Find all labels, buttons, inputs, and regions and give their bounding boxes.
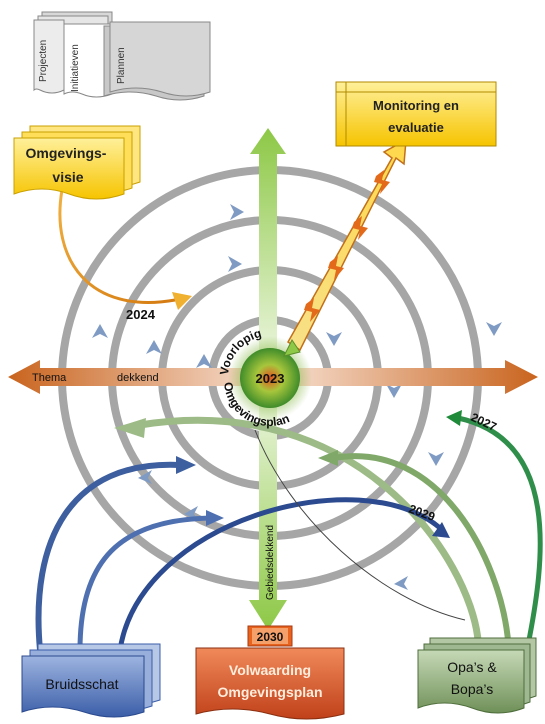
chevron-icon xyxy=(394,576,408,590)
chevron-icon xyxy=(92,324,108,338)
blue-curves xyxy=(35,456,450,651)
docs-item-plannen: Plannen xyxy=(116,47,127,84)
docs-item-projecten: Projecten xyxy=(38,40,49,82)
opas-label-2: Bopa’s xyxy=(451,681,494,697)
monitoring-box: Monitoring en evaluatie xyxy=(335,81,497,147)
chevron-icon xyxy=(196,354,212,368)
axis-label-dekkend: dekkend xyxy=(117,372,159,384)
volwaarding-label-2: Omgevingsplan xyxy=(217,684,322,700)
chevron-icon xyxy=(428,452,444,466)
omgevingsvisie-label-1: Omgevings- xyxy=(26,145,107,161)
axis-label-thema: Thema xyxy=(32,372,67,384)
volwaarding-box: Volwaarding Omgevingsplan xyxy=(195,647,345,720)
chevron-icon xyxy=(138,470,152,484)
ring-chevrons xyxy=(92,204,502,590)
orange-curve-2024 xyxy=(58,189,192,310)
year-2030-tag: 2030 xyxy=(247,625,293,647)
chevron-icon xyxy=(326,332,342,346)
opas-box: Opa’s & Bopa’s xyxy=(417,637,537,714)
omgevingsvisie-box: Omgevings- visie xyxy=(13,125,141,200)
year-2030: 2030 xyxy=(257,630,284,644)
year-2024: 2024 xyxy=(126,307,156,322)
chevron-icon xyxy=(486,322,502,336)
center-ball xyxy=(240,348,300,408)
axis-label-gebiedsdekkend: Gebiedsdekkend xyxy=(265,525,276,600)
chevron-icon xyxy=(386,384,402,398)
omgevingsvisie-label-2: visie xyxy=(52,169,83,185)
lightning-icons xyxy=(304,170,390,322)
monitoring-label-2: evaluatie xyxy=(388,120,444,135)
chevron-icon xyxy=(228,256,242,272)
chevron-icon xyxy=(146,340,162,354)
bruidsschat-label: Bruidsschat xyxy=(45,676,118,692)
thin-curve xyxy=(254,429,466,621)
diagonal-arrow xyxy=(283,138,407,357)
monitoring-label-1: Monitoring en xyxy=(373,98,459,113)
docs-stack: Projecten Initiatieven Plannen xyxy=(33,11,211,101)
bruidsschat-box: Bruidsschat xyxy=(21,643,161,718)
volwaarding-label-1: Volwaarding xyxy=(229,662,311,678)
opas-label-1: Opa’s & xyxy=(447,659,497,675)
center-year: 2023 xyxy=(256,371,285,386)
green-curves xyxy=(114,410,543,646)
docs-item-initiatieven: Initiatieven xyxy=(70,44,81,92)
chevron-icon xyxy=(230,204,244,220)
